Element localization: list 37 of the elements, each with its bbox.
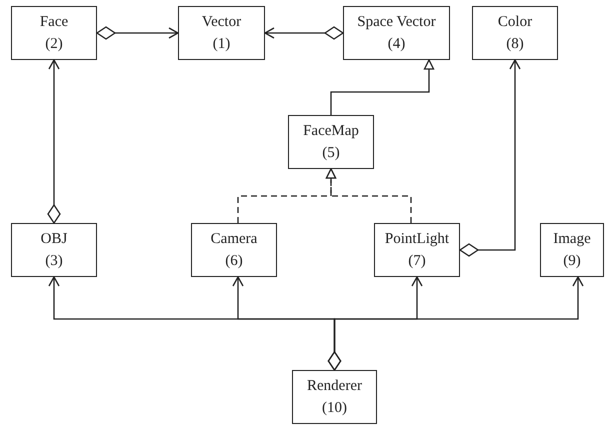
class-box [191, 223, 277, 277]
class-box [11, 223, 97, 277]
arrow [47, 59, 61, 224]
class-box [374, 223, 460, 277]
dashed-arrow [326, 168, 412, 223]
class-number: (5) [322, 144, 340, 163]
arrow [459, 59, 521, 257]
class-box [178, 6, 265, 60]
class-number: (7) [408, 252, 426, 271]
class-box [472, 6, 558, 60]
class-name: Renderer [307, 377, 362, 396]
class-name: Color [498, 13, 532, 32]
class-name: OBJ [40, 230, 68, 249]
class-name: Image [553, 230, 591, 249]
class-name: Space Vector [357, 13, 436, 32]
class-name: Face [40, 13, 68, 32]
class-number: (6) [225, 252, 243, 271]
class-number: (3) [45, 252, 63, 271]
arrow [330, 59, 434, 115]
class-box [288, 115, 374, 169]
class-number: (10) [322, 399, 347, 418]
class-box [343, 6, 450, 60]
class-name: Vector [202, 13, 242, 32]
class-name: Camera [210, 230, 258, 249]
class-box [292, 370, 377, 424]
class-number: (1) [212, 35, 230, 54]
arrow [264, 26, 344, 40]
class-number: (8) [506, 35, 524, 54]
arrow [328, 276, 584, 371]
class-number: (4) [388, 35, 406, 54]
class-name: FaceMap [303, 122, 359, 141]
arrow [96, 26, 179, 40]
class-number: (9) [563, 252, 581, 271]
class-box [11, 6, 97, 60]
class-name: PointLight [384, 230, 450, 249]
class-number: (2) [45, 35, 63, 54]
class-box [540, 223, 604, 277]
